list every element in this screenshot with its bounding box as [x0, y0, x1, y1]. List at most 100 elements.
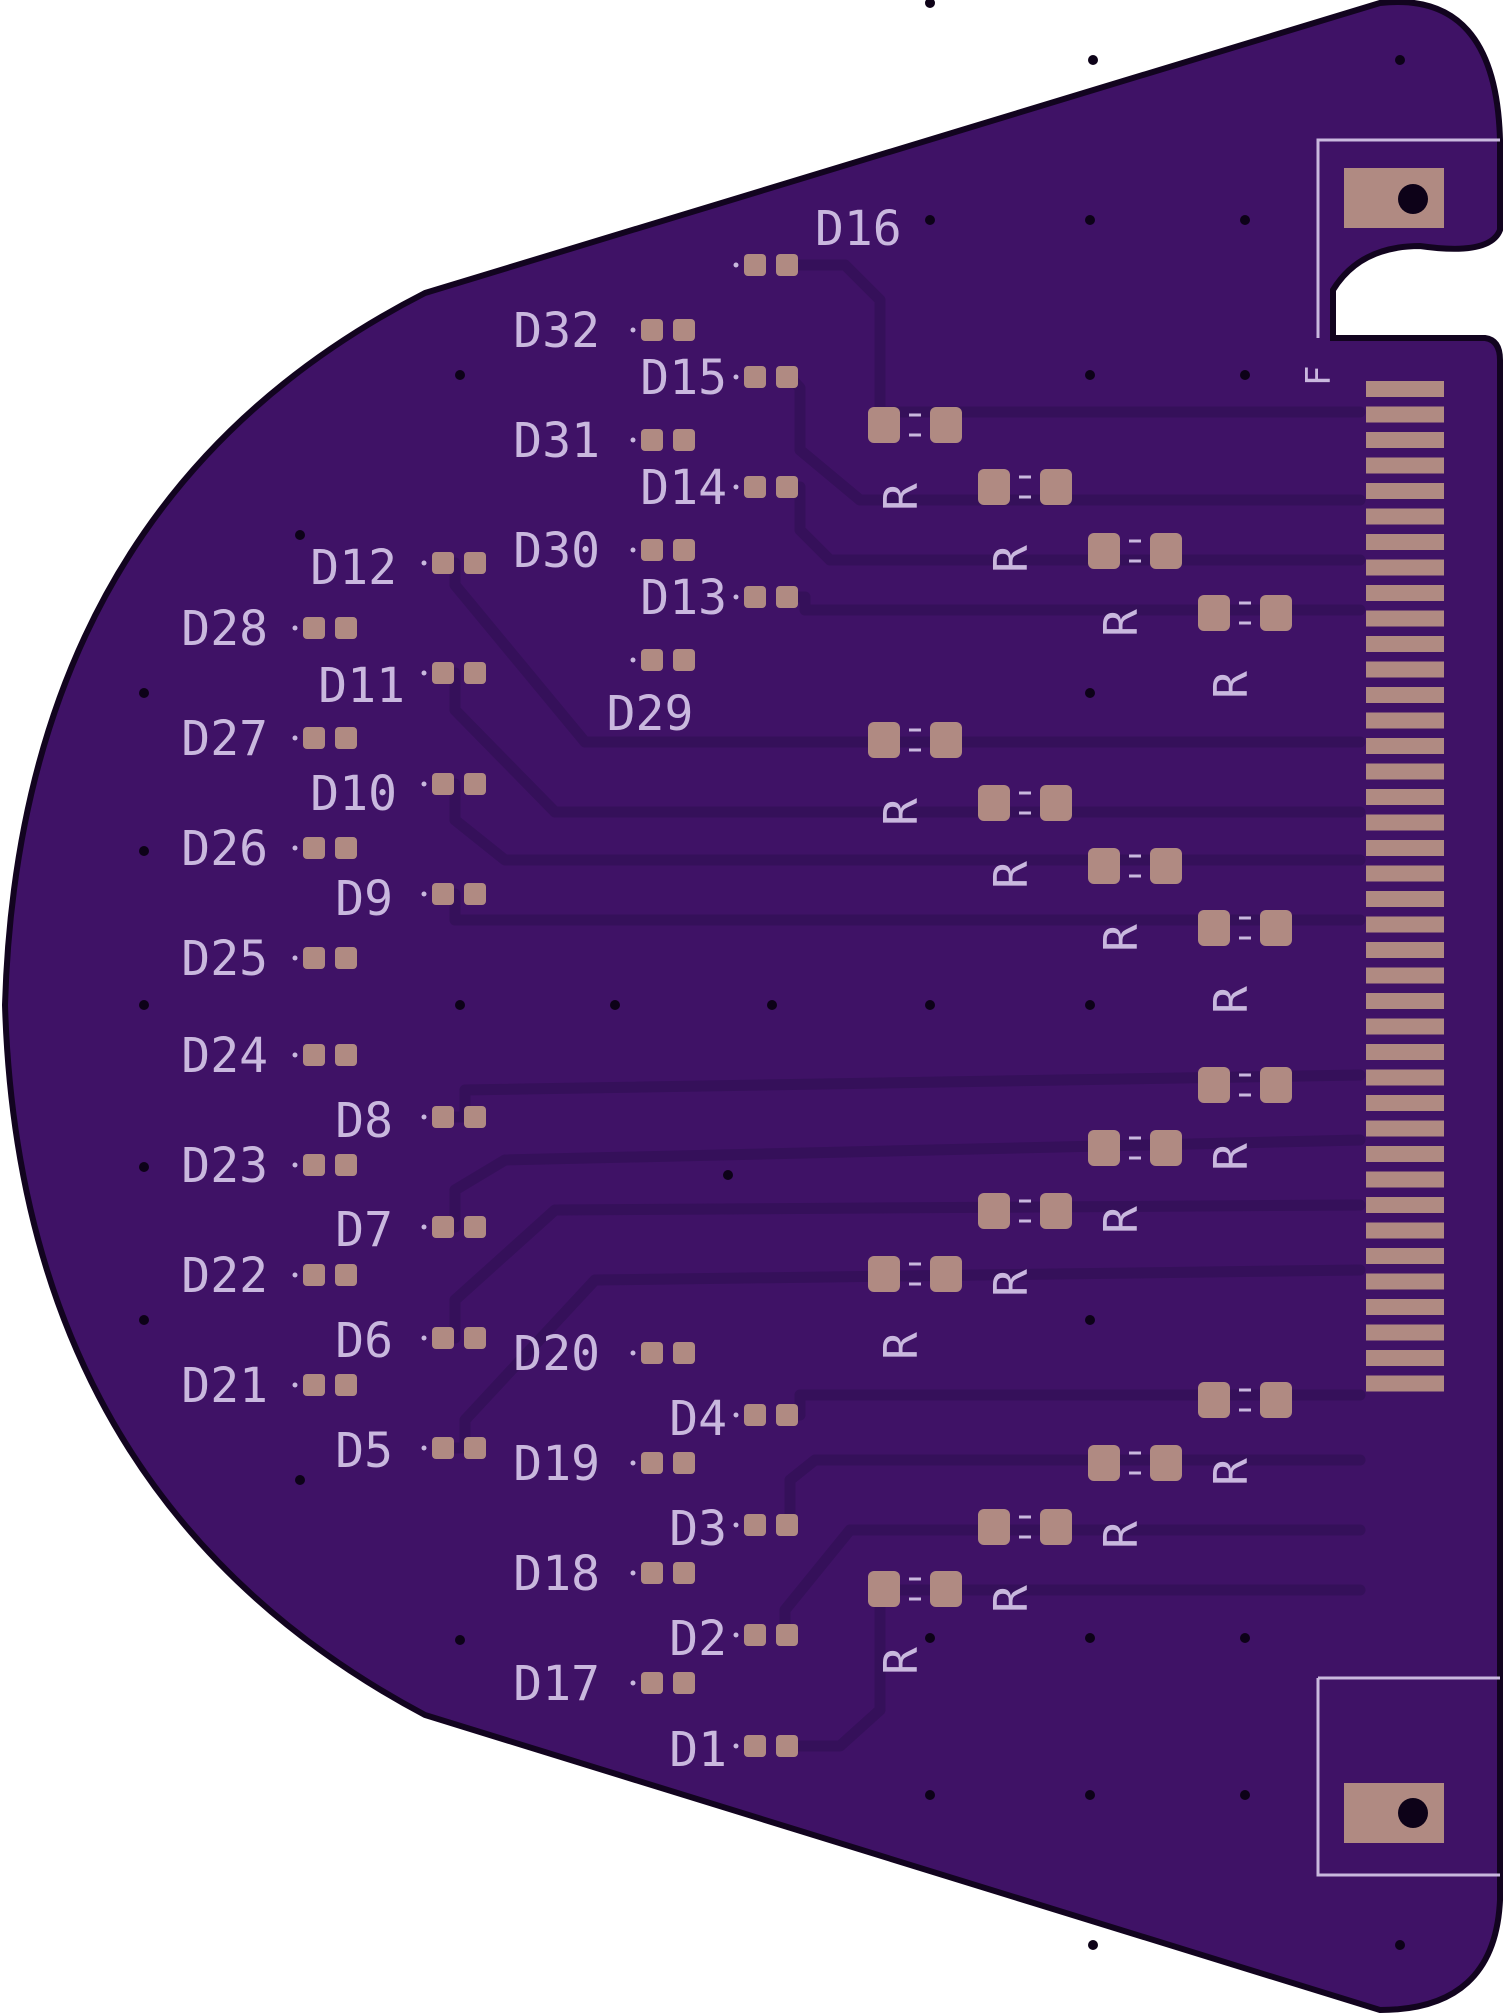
- mounting-hole-top: [1398, 184, 1428, 214]
- polarity-dot: [292, 845, 298, 851]
- led-designator-d16: D16: [815, 201, 902, 257]
- polarity-dot: [630, 1350, 636, 1356]
- led-designator-d17: D17: [513, 1656, 600, 1712]
- led-pad: [335, 837, 357, 859]
- led-pad: [464, 773, 486, 795]
- led-pad: [335, 727, 357, 749]
- via: [1085, 1000, 1095, 1010]
- led-designator-d10: D10: [310, 766, 397, 822]
- led-designator-d3: D3: [669, 1501, 727, 1557]
- polarity-dot: [733, 374, 739, 380]
- resistor-pad: [1088, 533, 1120, 569]
- resistor-pad: [1150, 1445, 1182, 1481]
- connector-courtyard-bottom: [1316, 1676, 1500, 1877]
- connector-finger: [1366, 1222, 1444, 1239]
- via: [1395, 55, 1405, 65]
- resistor-pad: [1150, 533, 1182, 569]
- polarity-dot: [630, 547, 636, 553]
- connector-finger: [1366, 1324, 1444, 1341]
- via: [455, 370, 465, 380]
- via: [139, 1315, 149, 1325]
- led-pad: [776, 254, 798, 276]
- resistor-pad: [978, 785, 1010, 821]
- pads: [303, 254, 1444, 1757]
- via: [925, 215, 935, 225]
- resistor-pad: [1088, 1445, 1120, 1481]
- led-designator-d22: D22: [181, 1248, 268, 1304]
- connector-finger: [1366, 457, 1444, 474]
- polarity-dot: [292, 1382, 298, 1388]
- led-designator-d15: D15: [640, 350, 727, 406]
- resistor-pad: [868, 407, 900, 443]
- via: [139, 1000, 149, 1010]
- polarity-dot: [421, 560, 427, 566]
- resistor-pad: [1260, 1067, 1292, 1103]
- polarity-dot: [421, 891, 427, 897]
- resistor-pad: [978, 1193, 1010, 1229]
- led-pad: [432, 773, 454, 795]
- via: [455, 1000, 465, 1010]
- via: [1085, 1790, 1095, 1800]
- resistor-label: R: [1094, 1521, 1148, 1549]
- connector-finger: [1366, 1273, 1444, 1290]
- led-designator-d23: D23: [181, 1138, 268, 1194]
- via: [139, 1162, 149, 1172]
- polarity-dot: [630, 327, 636, 333]
- resistor-pad: [868, 722, 900, 758]
- via: [1088, 1940, 1098, 1950]
- resistor-pad: [930, 407, 962, 443]
- led-pad: [432, 1216, 454, 1238]
- led-pad: [744, 1735, 766, 1757]
- resistor-pad: [978, 469, 1010, 505]
- led-pad: [744, 1624, 766, 1646]
- via: [295, 530, 305, 540]
- led-pad: [303, 727, 325, 749]
- polarity-dot: [630, 657, 636, 663]
- vias: [139, 0, 1405, 1950]
- polarity-dot: [421, 1114, 427, 1120]
- resistor-label: R: [1094, 609, 1148, 637]
- led-pad: [464, 883, 486, 905]
- mounting-pad-top: [1344, 168, 1444, 228]
- trace: [779, 259, 1366, 418]
- via: [1240, 1633, 1250, 1643]
- connector-finger: [1366, 942, 1444, 958]
- led-pad: [776, 1735, 798, 1757]
- polarity-dot: [292, 1272, 298, 1278]
- led-pad: [776, 586, 798, 608]
- resistor-label: R: [984, 1585, 1038, 1613]
- trace: [449, 1069, 1366, 1123]
- led-pad: [335, 1264, 357, 1286]
- led-pad: [464, 552, 486, 574]
- via: [139, 846, 149, 856]
- connector-finger: [1366, 534, 1444, 550]
- connector-finger: [1366, 967, 1444, 984]
- led-pad: [641, 1672, 663, 1694]
- connector-finger: [1366, 916, 1444, 933]
- resistor-pad: [1150, 1130, 1182, 1166]
- via: [1240, 1790, 1250, 1800]
- led-pad: [335, 1154, 357, 1176]
- polarity-dot: [292, 625, 298, 631]
- led-pad: [673, 1452, 695, 1474]
- led-designator-d30: D30: [513, 523, 600, 579]
- resistor-pad: [1198, 595, 1230, 631]
- led-pad: [776, 476, 798, 498]
- resistor-pad: [1040, 785, 1072, 821]
- resistor-label: R: [1094, 924, 1148, 952]
- led-pad: [303, 1044, 325, 1066]
- connector-finger: [1366, 661, 1444, 678]
- led-pad: [464, 1106, 486, 1128]
- via: [1240, 215, 1250, 225]
- led-pad: [776, 1404, 798, 1426]
- led-pad: [335, 1374, 357, 1396]
- led-pad: [464, 1437, 486, 1459]
- led-pad: [673, 1672, 695, 1694]
- led-pad: [432, 552, 454, 574]
- resistor-label: R: [874, 1332, 928, 1360]
- via: [1240, 370, 1250, 380]
- led-pad: [335, 1044, 357, 1066]
